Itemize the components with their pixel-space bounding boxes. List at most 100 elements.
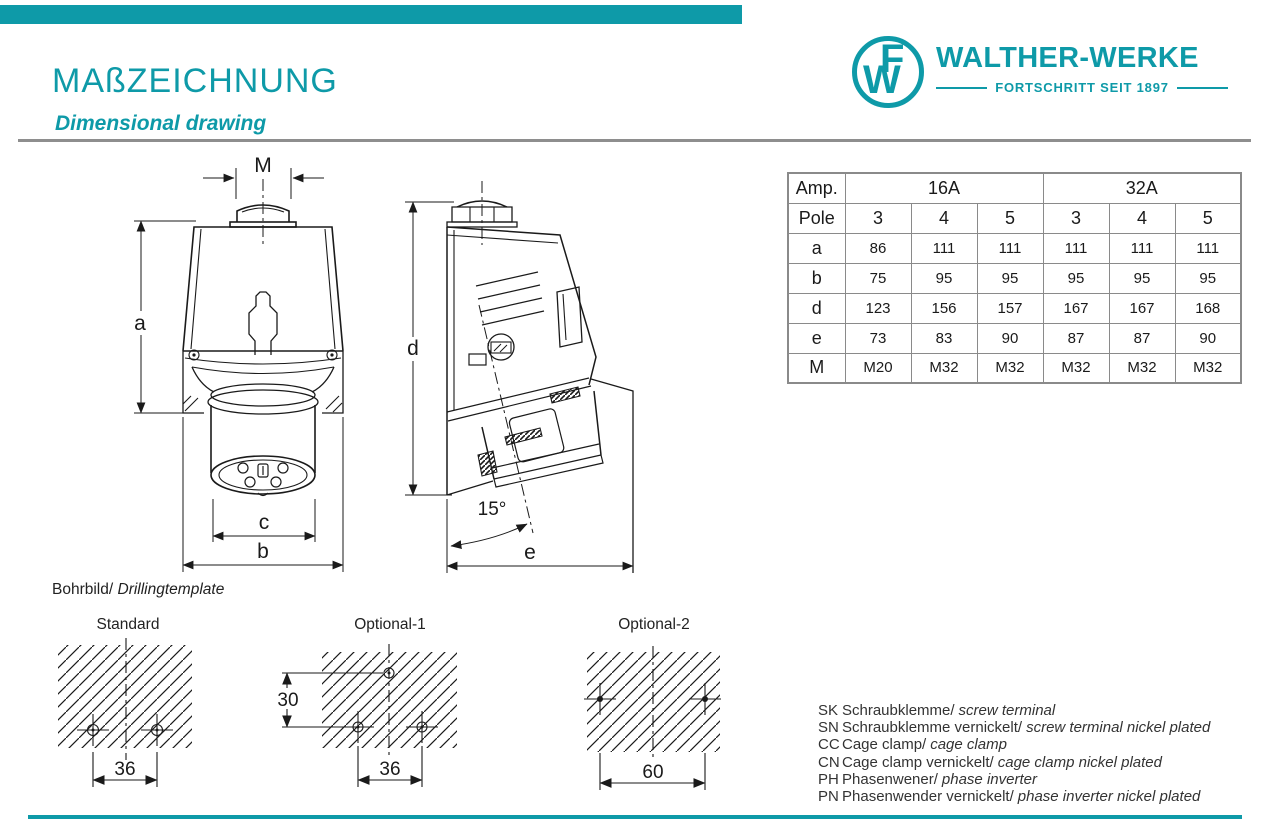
- logo-name: WALTHER-WERKE: [936, 42, 1199, 74]
- logo-letter-w: W: [863, 58, 901, 102]
- logo-tagline-row: FORTSCHRITT SEIT 1897: [936, 80, 1228, 95]
- front-view-dimensions: [131, 168, 344, 572]
- table-cell: 3: [1042, 202, 1110, 234]
- table-cell: 95: [976, 262, 1044, 294]
- table-cell: M: [787, 352, 846, 384]
- dim-label-m: M: [254, 155, 272, 177]
- table-cell: 167: [1108, 292, 1176, 324]
- table-cell: 90: [976, 322, 1044, 354]
- legend-text-de: Schraubklemme/: [842, 702, 955, 719]
- tagline-line-right: [1176, 86, 1228, 89]
- logo-tagline: FORTSCHRITT SEIT 1897: [995, 80, 1169, 95]
- table-cell: 32A: [1042, 172, 1242, 204]
- top-accent-bar: [0, 5, 742, 24]
- table-cell: M32: [1108, 352, 1176, 384]
- technical-drawing: M a c b: [131, 155, 634, 573]
- side-view-dimensions: [402, 181, 634, 573]
- legend-code: CN: [818, 753, 840, 771]
- template-label-standard: Standard: [96, 616, 160, 633]
- page-title: MAßZEICHNUNG: [52, 62, 338, 100]
- table-row: e 73 83 90 87 87 90: [787, 322, 1242, 354]
- logo-letter-f: F: [880, 37, 905, 81]
- table-cell: 111: [1108, 232, 1176, 264]
- table-cell: 73: [844, 322, 912, 354]
- legend-code: SN: [818, 719, 839, 737]
- template-dim-height: 30: [277, 690, 298, 711]
- legend-text-en: phase inverter nickel plated: [1017, 788, 1201, 806]
- table-row: d 123 156 157 167 167 168: [787, 292, 1242, 324]
- table-cell: Pole: [787, 202, 846, 234]
- tagline-line-left: [936, 86, 988, 89]
- drilling-heading-de: Bohrbild/: [52, 581, 114, 598]
- dim-label-angle: 15°: [478, 499, 507, 520]
- legend-text-de: Schraubklemme vernickelt/: [842, 719, 1023, 737]
- table-cell: 5: [1174, 202, 1242, 234]
- legend-text-en: cage clamp: [930, 736, 1007, 754]
- table-cell: 4: [1108, 202, 1176, 234]
- table-cell: 95: [1174, 262, 1242, 294]
- hatch-area: [58, 645, 192, 748]
- legend-code: PH: [818, 770, 839, 788]
- drilling-template-standard: 36: [58, 638, 192, 787]
- side-view: [446, 200, 634, 573]
- table-row: a 86 111 111 111 111 111: [787, 232, 1242, 264]
- front-view: [182, 204, 344, 497]
- table-cell: 16A: [844, 172, 1044, 204]
- table-cell: 156: [910, 292, 978, 324]
- table-cell: e: [787, 322, 846, 354]
- table-cell: 83: [910, 322, 978, 354]
- drilling-heading: Bohrbild/ Drillingtemplate: [52, 581, 224, 599]
- legend-text-en: phase inverter: [941, 770, 1037, 788]
- template-label-optional-2: Optional-2: [618, 616, 690, 633]
- table-cell: M20: [844, 352, 912, 384]
- legend-text-en: screw terminal nickel plated: [1026, 719, 1211, 737]
- table-row-pole: Pole 3 4 5 3 4 5: [787, 202, 1242, 234]
- table-cell: 95: [1042, 262, 1110, 294]
- legend-text-en: screw terminal: [958, 702, 1056, 719]
- legend-code: PN: [818, 788, 839, 806]
- table-cell: 87: [1108, 322, 1176, 354]
- table-cell: 111: [976, 232, 1044, 264]
- table-cell: 75: [844, 262, 912, 294]
- table-cell: d: [787, 292, 846, 324]
- table-cell: a: [787, 232, 846, 264]
- header-rule: [18, 139, 1251, 142]
- dim-label-d: d: [407, 337, 419, 360]
- table-cell: M32: [1174, 352, 1242, 384]
- table-cell: 168: [1174, 292, 1242, 324]
- table-cell: M32: [910, 352, 978, 384]
- legend-text-de: Cage clamp/: [842, 736, 927, 754]
- table-cell: M32: [976, 352, 1044, 384]
- table-cell: 87: [1042, 322, 1110, 354]
- table-cell: b: [787, 262, 846, 294]
- dim-label-b: b: [257, 540, 269, 563]
- page-subtitle: Dimensional drawing: [55, 112, 267, 135]
- bottom-accent-bar: [28, 815, 1242, 819]
- logo-monogram-icon: F W: [852, 36, 924, 108]
- table-cell: 123: [844, 292, 912, 324]
- legend-text-de: Phasenwender vernickelt/: [842, 788, 1014, 806]
- legend-text-de: Cage clamp vernickelt/: [842, 753, 994, 771]
- table-cell: 3: [844, 202, 912, 234]
- template-dim-width: 36: [114, 759, 135, 780]
- table-cell: 95: [1108, 262, 1176, 294]
- table-cell: M32: [1042, 352, 1110, 384]
- table-row: b 75 95 95 95 95 95: [787, 262, 1242, 294]
- table-cell: 157: [976, 292, 1044, 324]
- table-cell: 95: [910, 262, 978, 294]
- drilling-heading-en: Drillingtemplate: [117, 581, 225, 598]
- legend-code: CC: [818, 736, 840, 754]
- table-row: M M20 M32 M32 M32 M32 M32: [787, 352, 1242, 384]
- dim-label-bg: [274, 688, 302, 709]
- template-dim-width: 60: [642, 762, 663, 783]
- table-row-amp: Amp. 16A 32A: [787, 172, 1242, 204]
- logo-text: WALTHER-WERKE FORTSCHRITT SEIT 1897: [936, 42, 1228, 95]
- dim-label-c: c: [259, 511, 270, 534]
- legend-code: SK: [818, 702, 839, 719]
